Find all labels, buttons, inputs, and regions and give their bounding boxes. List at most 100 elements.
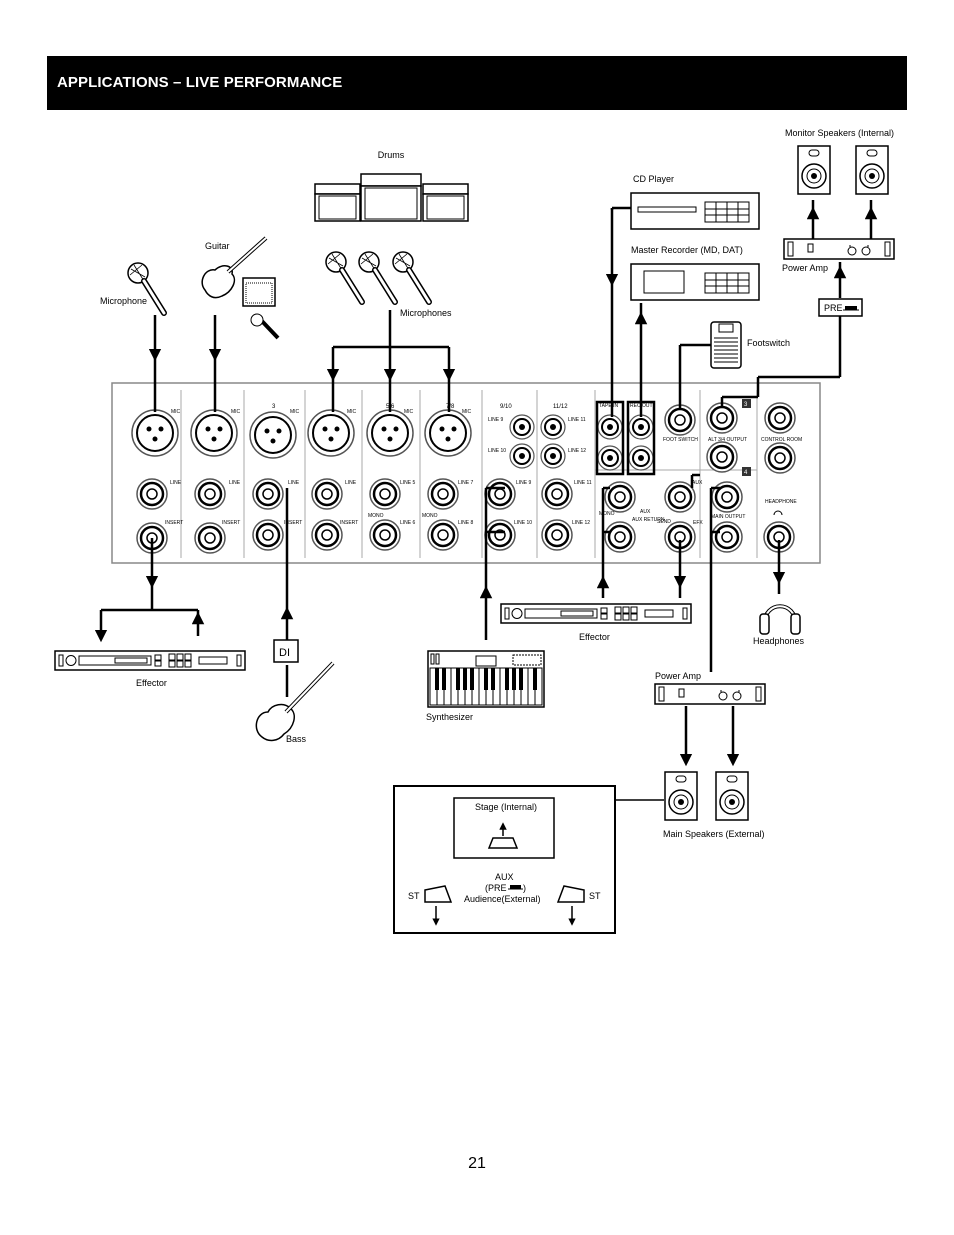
effector-mid-label: Effector: [579, 632, 610, 642]
inset-close-paren: ): [523, 883, 526, 893]
alt-3-badge: [742, 399, 751, 408]
aux-label-a: AUX: [640, 509, 651, 515]
line-10-rca-jack: [509, 443, 535, 469]
effector-mid-icon: [500, 603, 692, 624]
ch4-line-label: LINE: [345, 480, 357, 486]
stage-label: Stage (Internal): [475, 802, 537, 812]
ch1-insert-label: INSERT: [165, 520, 183, 526]
audience-label: Audience(External): [464, 894, 541, 904]
connection-lines: [94, 200, 878, 767]
ch1-line-label: LINE: [170, 480, 182, 486]
alt-3-num: 3: [744, 402, 748, 408]
ch4-mic-label: MIC: [347, 409, 357, 415]
main-speakers-label: Main Speakers (External): [663, 829, 765, 839]
headphone-small-icon: [773, 510, 783, 516]
ch2-insert-label: INSERT: [222, 520, 240, 526]
monitor-speaker-left-icon: [797, 145, 831, 195]
line10-rca-label: LINE 10: [488, 448, 506, 454]
microphones-icon: [326, 252, 429, 302]
tape-in-rca-l: [597, 414, 623, 440]
channel-1-line-jack: [135, 477, 169, 511]
channel-4-insert-jack: [310, 518, 344, 552]
power-amp-top-icon: [783, 238, 895, 260]
tape-in-label: TAPE IN: [599, 403, 618, 409]
aux-mono-label: MONO: [599, 511, 615, 517]
ch1112-number: 11/12: [553, 404, 568, 410]
channel-6-line-jack: [368, 518, 402, 552]
page-number: 21: [468, 1155, 486, 1172]
aux-return-r-jack: [603, 520, 637, 554]
headphones-icon: [759, 604, 801, 635]
tape-in-highlight: [595, 400, 625, 476]
line-11-rca-jack: [540, 414, 566, 440]
alt34-label: ALT 3/4 OUTPUT: [708, 437, 747, 443]
control-room-r-jack: [763, 441, 797, 475]
channel-7-line-jack: [426, 477, 460, 511]
effector-left-icon: [54, 650, 246, 671]
synthesizer-label: Synthesizer: [426, 712, 473, 722]
alt-4-num: 4: [744, 470, 748, 476]
guitar-icon: [201, 236, 280, 340]
microphones-label: Microphones: [400, 308, 452, 318]
line-9-rca-jack: [509, 414, 535, 440]
line12-label: LINE 12: [572, 520, 590, 526]
cd-player-label: CD Player: [633, 174, 674, 184]
line-11-jack: [540, 477, 574, 511]
channel-3-insert-jack: [251, 518, 285, 552]
foot-switch-label: FOOT SWITCH: [663, 437, 698, 443]
channel-1-mic-jack: [131, 409, 179, 457]
header-bar: APPLICATIONS – LIVE PERFORMANCE: [47, 56, 907, 110]
di-label: DI: [279, 647, 290, 659]
ch6-line-label: LINE 6: [400, 520, 416, 526]
ch8-line-label: LINE 8: [458, 520, 474, 526]
line9-rca-label: LINE 9: [488, 417, 504, 423]
footswitch-icon: [710, 321, 742, 369]
line11-rca-label: LINE 11: [568, 417, 586, 423]
cd-player-icon: [630, 192, 760, 230]
ch2-line-label: LINE: [229, 480, 241, 486]
inset-aux-label: AUX: [495, 872, 514, 882]
rec-out-rca-r: [628, 445, 654, 471]
channel-3-line-jack: [251, 477, 285, 511]
power-amp-bottom-icon: [654, 683, 766, 705]
main-output-l-jack: [710, 480, 744, 514]
send-label: SEND: [657, 519, 671, 525]
line-12-jack: [540, 518, 574, 552]
inset-pre-label: (PRE: [485, 883, 507, 893]
ch78-mono-label: MONO: [422, 513, 438, 519]
ch3-number: 3: [272, 404, 276, 410]
channel-2-insert-jack: [193, 521, 227, 555]
main-speaker-right-icon: [715, 771, 749, 821]
aux-send-jack: [663, 480, 697, 514]
line10-label: LINE 10: [514, 520, 532, 526]
efx-label: EFX: [693, 520, 703, 526]
line9-label: LINE 9: [516, 480, 532, 486]
aux-return-l-jack: [603, 480, 637, 514]
ch7-line-label: LINE 7: [458, 480, 474, 486]
ch2-mic-label: MIC: [231, 409, 241, 415]
ch4-insert-label: INSERT: [340, 520, 358, 526]
channel-4-mic-jack: [307, 409, 355, 457]
power-amp-top-label: Power Amp: [782, 263, 828, 273]
tape-in-rca-r: [597, 445, 623, 471]
rec-out-rca-l: [628, 414, 654, 440]
control-room-l-jack: [763, 401, 797, 435]
line11-label: LINE 11: [574, 480, 592, 486]
channel-3-mic-jack: [249, 411, 297, 459]
line-12-rca-jack: [540, 443, 566, 469]
alt-4-jack: [705, 440, 739, 474]
ch3-insert-label: INSERT: [284, 520, 302, 526]
line-9-jack: [483, 477, 517, 511]
ch3-line-label: LINE: [288, 480, 300, 486]
aux-return-label: AUX RETURN: [632, 517, 665, 523]
channel-8-line-jack: [426, 518, 460, 552]
channel-5-6-mic-jack: [366, 409, 414, 457]
ch910-number: 9/10: [500, 404, 512, 410]
ch5-line-label: LINE 5: [400, 480, 416, 486]
mixer-panel: [111, 382, 821, 564]
master-recorder-label: Master Recorder (MD, DAT): [631, 245, 743, 255]
microphone-label: Microphone: [100, 296, 147, 306]
pre-label: PRE: [824, 303, 843, 313]
channel-2-line-jack: [193, 477, 227, 511]
